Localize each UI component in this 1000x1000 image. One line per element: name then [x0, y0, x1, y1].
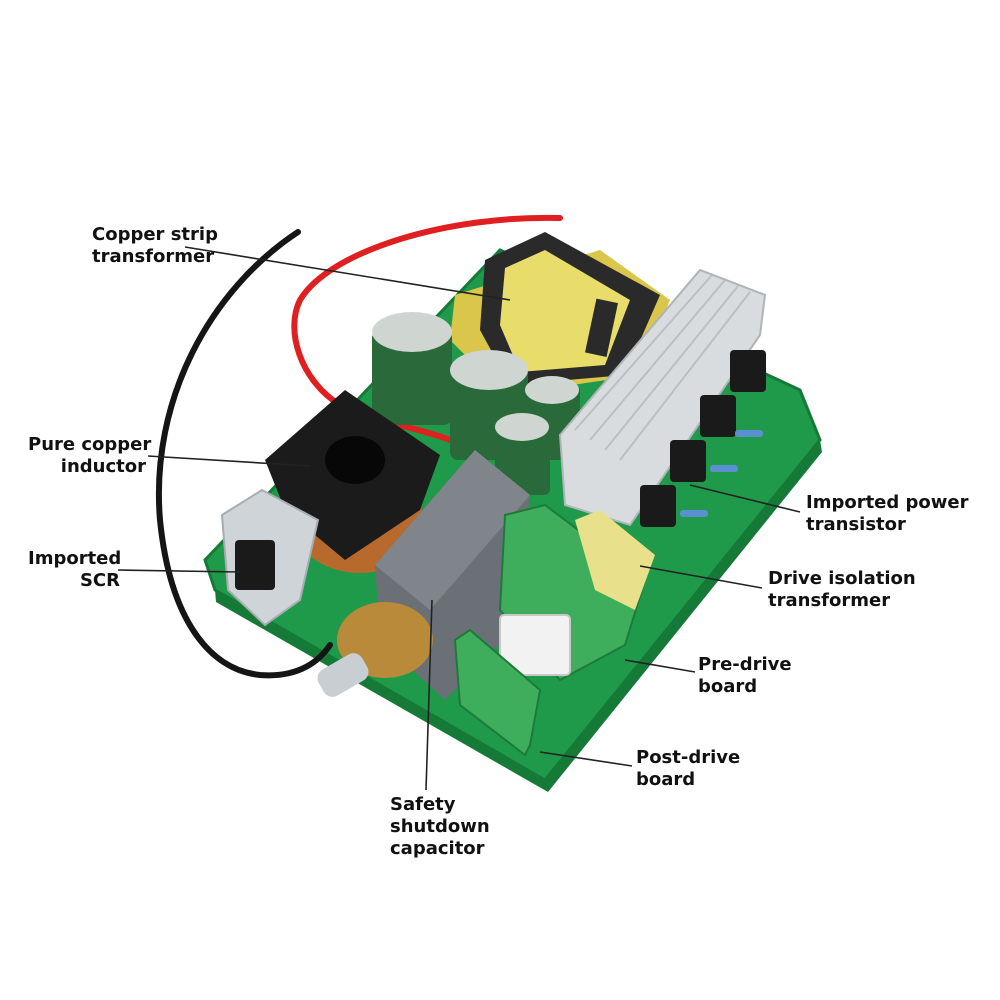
label-line: Pure copper [28, 434, 152, 455]
label-line: inductor [60, 456, 146, 477]
label-line: transistor [806, 514, 906, 535]
leader-safety-shutdown-capacitor [425, 599, 433, 791]
heatsink-fins [574, 274, 751, 461]
label-line: Safety [390, 794, 456, 815]
label-line: transformer [92, 246, 215, 267]
label-line: board [636, 769, 696, 790]
leader-pure-copper-inductor [147, 455, 311, 467]
label-line: Drive isolation [768, 568, 916, 589]
leader-lines [117, 246, 801, 791]
label-line: capacitor [390, 838, 485, 859]
label-line: Imported power [806, 492, 969, 513]
leader-post-drive-board [539, 751, 633, 767]
heatsink [558, 268, 767, 527]
label-drive-isolation-transformer: Drive isolation transformer [768, 568, 916, 612]
leader-pre-drive-board [624, 659, 696, 673]
leader-drive-isolation-transformer [639, 565, 763, 589]
leader-imported-power-transistor [689, 484, 801, 513]
post-drive-board-shape [453, 628, 542, 757]
isolation-transformer [575, 510, 655, 610]
leader-copper-strip-transformer [184, 246, 511, 301]
label-pre-drive-board: Pre-drive board [698, 654, 792, 698]
label-line: Imported [28, 548, 122, 569]
label-safety-shutdown-capacitor: Safety shutdown capacitor [390, 794, 490, 860]
label-copper-strip-transformer: Copper strip transformer [92, 224, 218, 268]
scr [235, 540, 275, 590]
label-line: SCR [79, 570, 120, 591]
connector-block [499, 614, 571, 676]
label-line: shutdown [390, 816, 490, 837]
shutdown-capacitor-top [375, 450, 530, 610]
resistors [680, 430, 763, 517]
label-line: Pre-drive [698, 654, 792, 675]
label-line: transformer [768, 590, 891, 611]
label-post-drive-board: Post-drive board [636, 747, 740, 791]
label-line: board [698, 676, 758, 697]
transformer-window [585, 298, 618, 357]
power-transistors [640, 350, 766, 527]
leader-imported-scr [117, 569, 241, 573]
potentiometer-shaft [317, 653, 369, 697]
label-line: Post-drive [636, 747, 741, 768]
black-wire [155, 229, 333, 679]
label-pure-copper-inductor: Pure copper inductor [28, 434, 152, 478]
label-line: Copper strip [92, 224, 218, 245]
inductor-hole [325, 436, 385, 484]
label-imported-power-transistor: Imported power transistor [806, 492, 969, 536]
label-imported-scr: Imported SCR [28, 548, 122, 592]
